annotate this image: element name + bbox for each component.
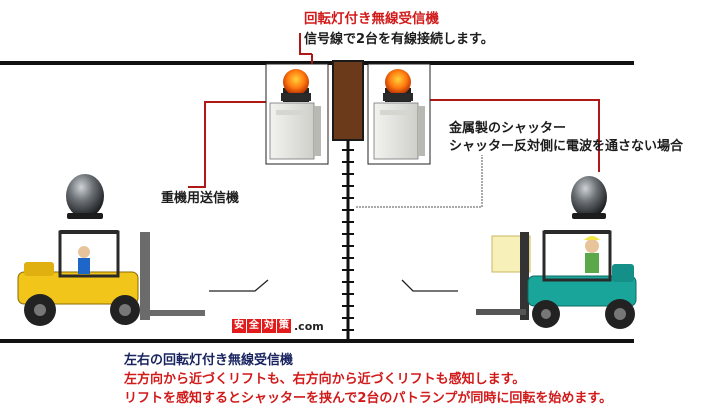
bottom-line-2: 左方向から近づくリフトも、右方向から近づくリフトも感知します。 <box>124 372 526 387</box>
shutter-leader-line <box>356 155 483 208</box>
signal-arrows <box>209 279 458 292</box>
red-lamp-icon <box>385 69 411 95</box>
shutter-label-line2: シャッター反対側に電波を通さない場合 <box>449 139 684 154</box>
brand-char: 対 <box>262 319 276 333</box>
transmitter-label: 重機用送信機 <box>161 191 240 206</box>
brand-logo: 安 全 対 策 .com <box>232 318 324 334</box>
bottom-line-3: リフトを感知するとシャッターを挟んで2台のパトランプが同時に回転を始めます。 <box>124 391 613 406</box>
shutter-label-line1: 金属製のシャッター <box>449 121 567 136</box>
ceiling-line <box>0 61 634 65</box>
floor-line <box>0 339 634 343</box>
brand-char: 策 <box>277 319 291 333</box>
brand-char: 全 <box>247 319 261 333</box>
metal-shutter <box>342 140 354 340</box>
bottom-heading: 左右の回転灯付き無線受信機 <box>124 353 294 368</box>
receiver-right <box>367 63 431 165</box>
dome-transmitter-icon <box>571 176 607 218</box>
transmitter-right <box>571 176 607 219</box>
diagram-subtitle: 信号線で2台を有線接続します。 <box>304 32 494 47</box>
diagram-title: 回転灯付き無線受信機 <box>304 11 439 27</box>
forklift-right-teal <box>476 230 637 329</box>
brand-domain: .com <box>294 319 324 333</box>
brand-char: 安 <box>232 319 246 333</box>
red-lamp-icon <box>283 69 309 95</box>
receiver-left <box>265 63 329 165</box>
mounting-beam <box>332 60 364 141</box>
forklift-left-yellow <box>17 230 205 326</box>
dome-transmitter-icon <box>66 174 104 218</box>
transmitter-left <box>66 174 104 219</box>
